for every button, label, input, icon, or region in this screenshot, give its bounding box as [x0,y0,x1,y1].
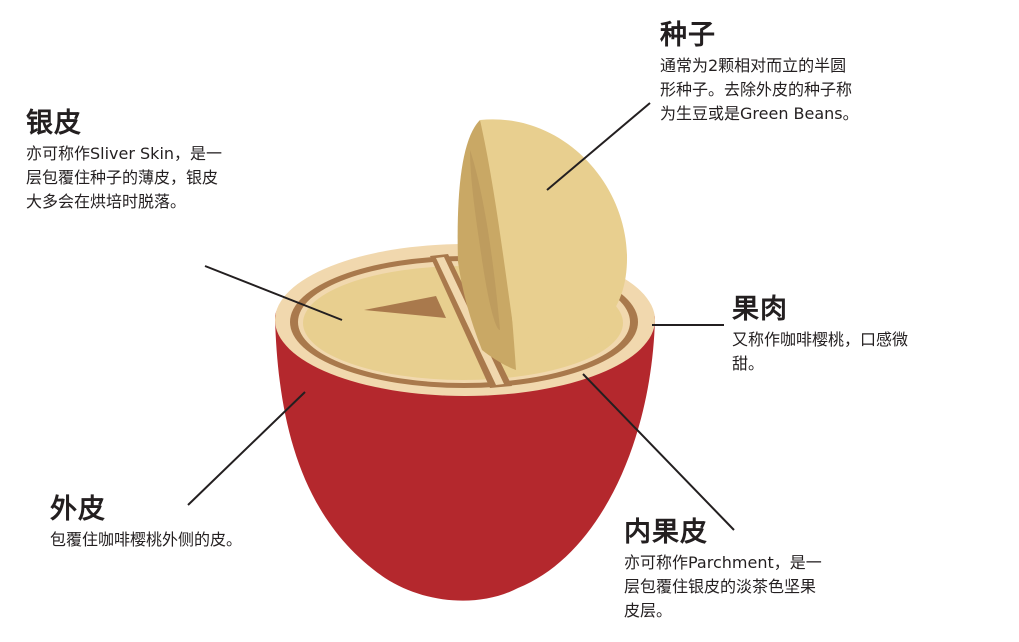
leader-line-seed [546,102,651,191]
silver-skin-description: 亦可称作Sliver Skin，是一 层包覆住种子的薄皮，银皮 大多会在烘培时脱… [26,144,223,211]
seed-title: 种子 [660,20,716,51]
leader-line-outer-skin [187,391,306,506]
pulp-description: 又称作咖啡樱桃，口感微 甜。 [732,330,909,373]
parchment-label: 内果皮 亦可称作Parchment，是一 层包覆住银皮的淡茶色坚果 皮层。 [624,515,894,623]
leader-line-parchment [582,373,735,531]
leader-line-silver-skin [204,265,343,321]
pulp-title: 果肉 [732,294,788,325]
parchment-description: 亦可称作Parchment，是一 层包覆住银皮的淡茶色坚果 皮层。 [624,553,822,620]
silver-skin-label: 银皮 亦可称作Sliver Skin，是一 层包覆住种子的薄皮，银皮 大多会在烘… [26,106,296,214]
leader-lines [187,102,735,531]
outer-skin-title: 外皮 [50,494,106,525]
parchment-title: 内果皮 [624,517,708,548]
seed-label: 种子 通常为2颗相对而立的半圆 形种子。去除外皮的种子称 为生豆或是Green … [660,18,930,126]
standing-seed-face [480,119,628,371]
outer-skin-label: 外皮 包覆住咖啡樱桃外侧的皮。 [50,492,350,552]
standing-seed-inner-rim [470,150,500,330]
bean-wedge-notch [364,296,446,318]
coffee-cherry-illustration [275,119,655,601]
pulp-label: 果肉 又称作咖啡樱桃，口感微 甜。 [732,292,982,376]
outer-skin-description: 包覆住咖啡樱桃外侧的皮。 [50,530,243,549]
seed-description: 通常为2颗相对而立的半圆 形种子。去除外皮的种子称 为生豆或是Green Bea… [660,56,859,123]
silver-skin-title: 银皮 [26,108,82,139]
